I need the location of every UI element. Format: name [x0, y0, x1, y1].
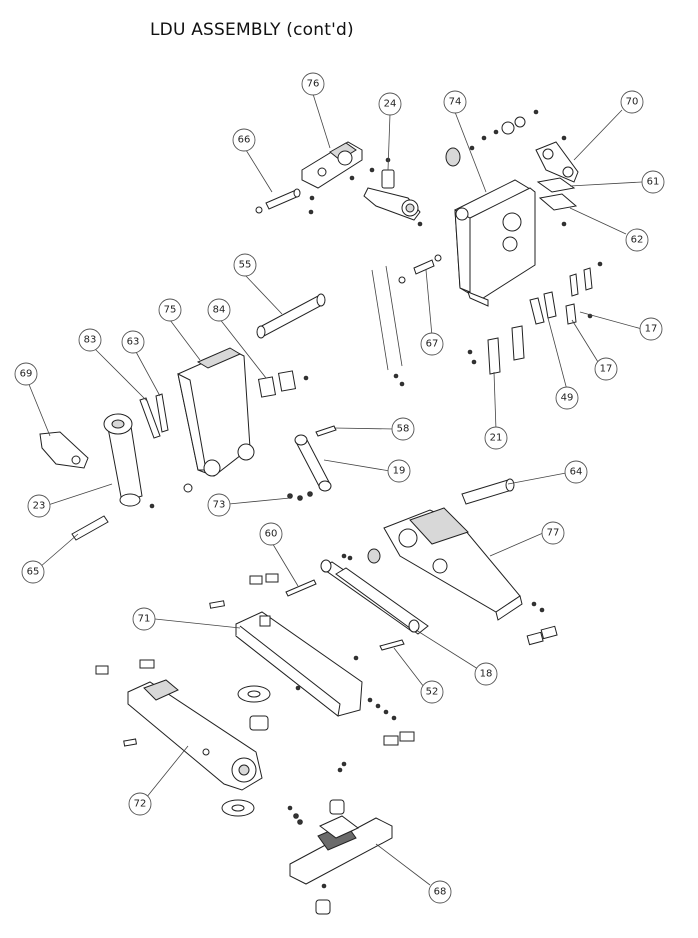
callout-62: 62 — [625, 228, 649, 252]
callout-76: 76 — [301, 72, 325, 96]
callout-23: 23 — [27, 494, 51, 518]
callout-72: 72 — [128, 792, 152, 816]
callout-75-label: 75 — [164, 305, 177, 316]
callout-17-lower: 17 — [594, 357, 618, 381]
callout-65: 65 — [21, 560, 45, 584]
part-24-cylinder — [363, 157, 423, 227]
part-55-pin — [256, 293, 326, 339]
leader-lines — [27, 93, 643, 886]
part-18-rollers — [320, 548, 429, 635]
callout-21: 21 — [484, 426, 508, 450]
part-75-frame — [177, 347, 255, 493]
callout-55: 55 — [233, 253, 257, 277]
callout-64-label: 64 — [570, 467, 583, 478]
callout-67: 67 — [420, 332, 444, 356]
callout-61-label: 61 — [647, 177, 660, 188]
callout-55-label: 55 — [239, 260, 252, 271]
callout-62-label: 62 — [631, 235, 644, 246]
part-73-hardware — [287, 491, 313, 501]
callout-65-label: 65 — [27, 567, 40, 578]
callout-17-lower-label: 17 — [600, 364, 613, 375]
callout-52-label: 52 — [426, 687, 439, 698]
callout-18-label: 18 — [480, 669, 493, 680]
callout-64: 64 — [564, 460, 588, 484]
callout-76-label: 76 — [307, 79, 320, 90]
part-63-strap — [155, 393, 169, 433]
callout-60: 60 — [259, 522, 283, 546]
part-77-boom — [383, 507, 558, 646]
page-title: LDU ASSEMBLY (cont'd) — [150, 20, 354, 40]
callout-69: 69 — [14, 362, 38, 386]
part-71-boom — [235, 611, 363, 717]
part-67-rods — [371, 254, 442, 387]
part-72-boom — [95, 659, 263, 817]
part-74-housing — [445, 109, 539, 307]
part-84-plates — [257, 370, 309, 398]
callout-58-label: 58 — [397, 424, 410, 435]
callout-71-label: 71 — [138, 614, 151, 625]
part-61-shim — [536, 177, 576, 193]
part-65-pin — [71, 515, 109, 541]
part-17-clips — [565, 261, 603, 325]
callout-70: 70 — [620, 90, 644, 114]
callout-58: 58 — [391, 417, 415, 441]
callout-63-label: 63 — [127, 337, 140, 348]
callout-69-label: 69 — [20, 369, 33, 380]
callout-67-label: 67 — [426, 339, 439, 350]
part-hardware-middle — [237, 685, 415, 746]
callout-68-label: 68 — [434, 887, 447, 898]
callout-17-upper-label: 17 — [645, 324, 658, 335]
part-68-base — [287, 761, 393, 915]
callout-73-label: 73 — [213, 500, 226, 511]
part-60-pin — [209, 573, 317, 609]
part-52-pin — [379, 639, 405, 651]
callout-74: 74 — [443, 90, 467, 114]
part-69-bracket — [39, 431, 89, 469]
part-64-pin — [461, 478, 515, 505]
part-76-bracket — [301, 141, 363, 201]
callout-74-label: 74 — [449, 97, 462, 108]
callout-49: 49 — [555, 386, 579, 410]
callout-52: 52 — [420, 680, 444, 704]
callout-72-label: 72 — [134, 799, 147, 810]
callout-19: 19 — [387, 459, 411, 483]
callout-77: 77 — [541, 521, 565, 545]
part-83-strap — [139, 397, 161, 439]
callout-49-label: 49 — [561, 393, 574, 404]
callout-83-label: 83 — [84, 335, 97, 346]
callout-66: 66 — [232, 128, 256, 152]
callout-61: 61 — [641, 170, 665, 194]
callout-18: 18 — [474, 662, 498, 686]
part-21-plates — [467, 325, 525, 375]
callout-73: 73 — [207, 493, 231, 517]
callout-68: 68 — [428, 880, 452, 904]
callout-19-label: 19 — [393, 466, 406, 477]
callout-71: 71 — [132, 607, 156, 631]
part-66-pin — [255, 188, 314, 215]
callout-23-label: 23 — [33, 501, 46, 512]
callout-84: 84 — [207, 298, 231, 322]
callout-60-label: 60 — [265, 529, 278, 540]
callout-66-label: 66 — [238, 135, 251, 146]
part-62-shim — [538, 193, 578, 227]
callout-83: 83 — [78, 328, 102, 352]
callout-17-upper: 17 — [639, 317, 663, 341]
callout-70-label: 70 — [626, 97, 639, 108]
part-58-pin — [315, 425, 337, 437]
callout-75: 75 — [158, 298, 182, 322]
callout-24-label: 24 — [384, 99, 397, 110]
callout-24: 24 — [378, 92, 402, 116]
part-23-cylinder — [103, 413, 155, 509]
part-19-link — [294, 434, 332, 492]
callout-84-label: 84 — [213, 305, 226, 316]
callout-77-label: 77 — [547, 528, 560, 539]
callout-21-label: 21 — [490, 433, 503, 444]
part-49-plate — [529, 291, 557, 325]
part-70-plate — [535, 135, 579, 183]
callout-63: 63 — [121, 330, 145, 354]
